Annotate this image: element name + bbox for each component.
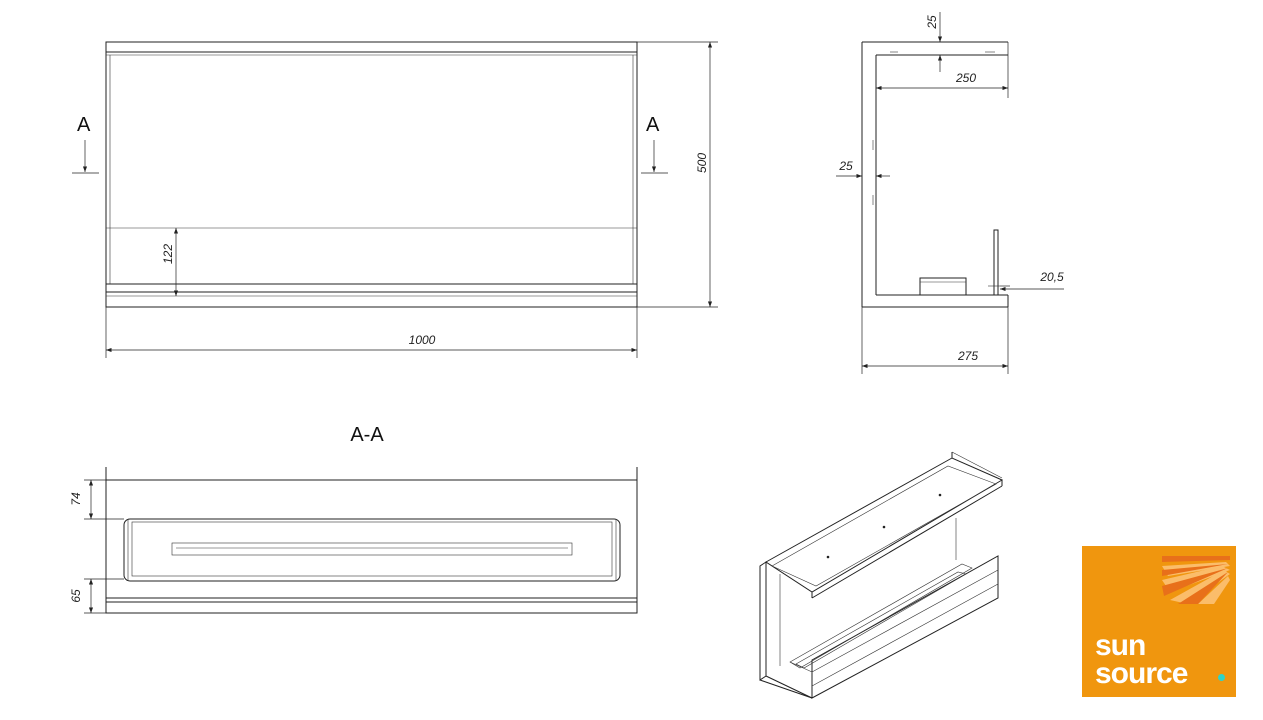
dim-text-25-side: 25	[838, 159, 853, 173]
sunsource-logo: sun source	[1082, 546, 1236, 697]
dimension-width-total: 1000	[105, 307, 638, 358]
isometric-view	[759, 451, 1004, 699]
dimension-wall-thickness: 25	[836, 159, 890, 179]
section-label-left: A	[77, 114, 91, 136]
section-marker-left: A	[72, 114, 99, 174]
dim-text-122: 122	[161, 244, 175, 264]
dim-text-20-5: 20,5	[1039, 270, 1064, 284]
dim-text-275: 275	[957, 349, 978, 363]
dimension-inner-depth: 250	[876, 71, 1008, 91]
section-marker-right: A	[641, 114, 668, 174]
logo-dot	[1218, 674, 1225, 681]
dim-text-65: 65	[69, 589, 83, 603]
side-view	[861, 41, 1009, 308]
dim-text-1000: 1000	[409, 333, 436, 347]
dim-text-250: 250	[955, 71, 976, 85]
section-label-right: A	[646, 114, 660, 136]
dim-text-500: 500	[695, 153, 709, 173]
dimension-lip-height: 20,5	[1000, 270, 1064, 292]
dimension-section-bottom: 65	[69, 578, 124, 614]
dimension-height-total: 500	[637, 41, 718, 308]
logo-line-sun: sun	[1095, 629, 1146, 662]
logo-wordmark: sun source	[1095, 629, 1188, 690]
sun-rays-icon	[1162, 556, 1230, 604]
section-title: A-A	[350, 424, 384, 446]
dimension-top-thickness: 25	[925, 12, 943, 72]
dim-text-25-top: 25	[925, 15, 939, 30]
dim-text-74: 74	[69, 492, 83, 506]
dimension-depth-total: 275	[861, 307, 1009, 374]
section-view	[105, 467, 638, 614]
dimension-section-top: 74	[69, 479, 124, 520]
front-view	[105, 41, 638, 308]
dimension-shelf-height: 122	[161, 228, 179, 296]
logo-line-source: source	[1095, 657, 1188, 690]
